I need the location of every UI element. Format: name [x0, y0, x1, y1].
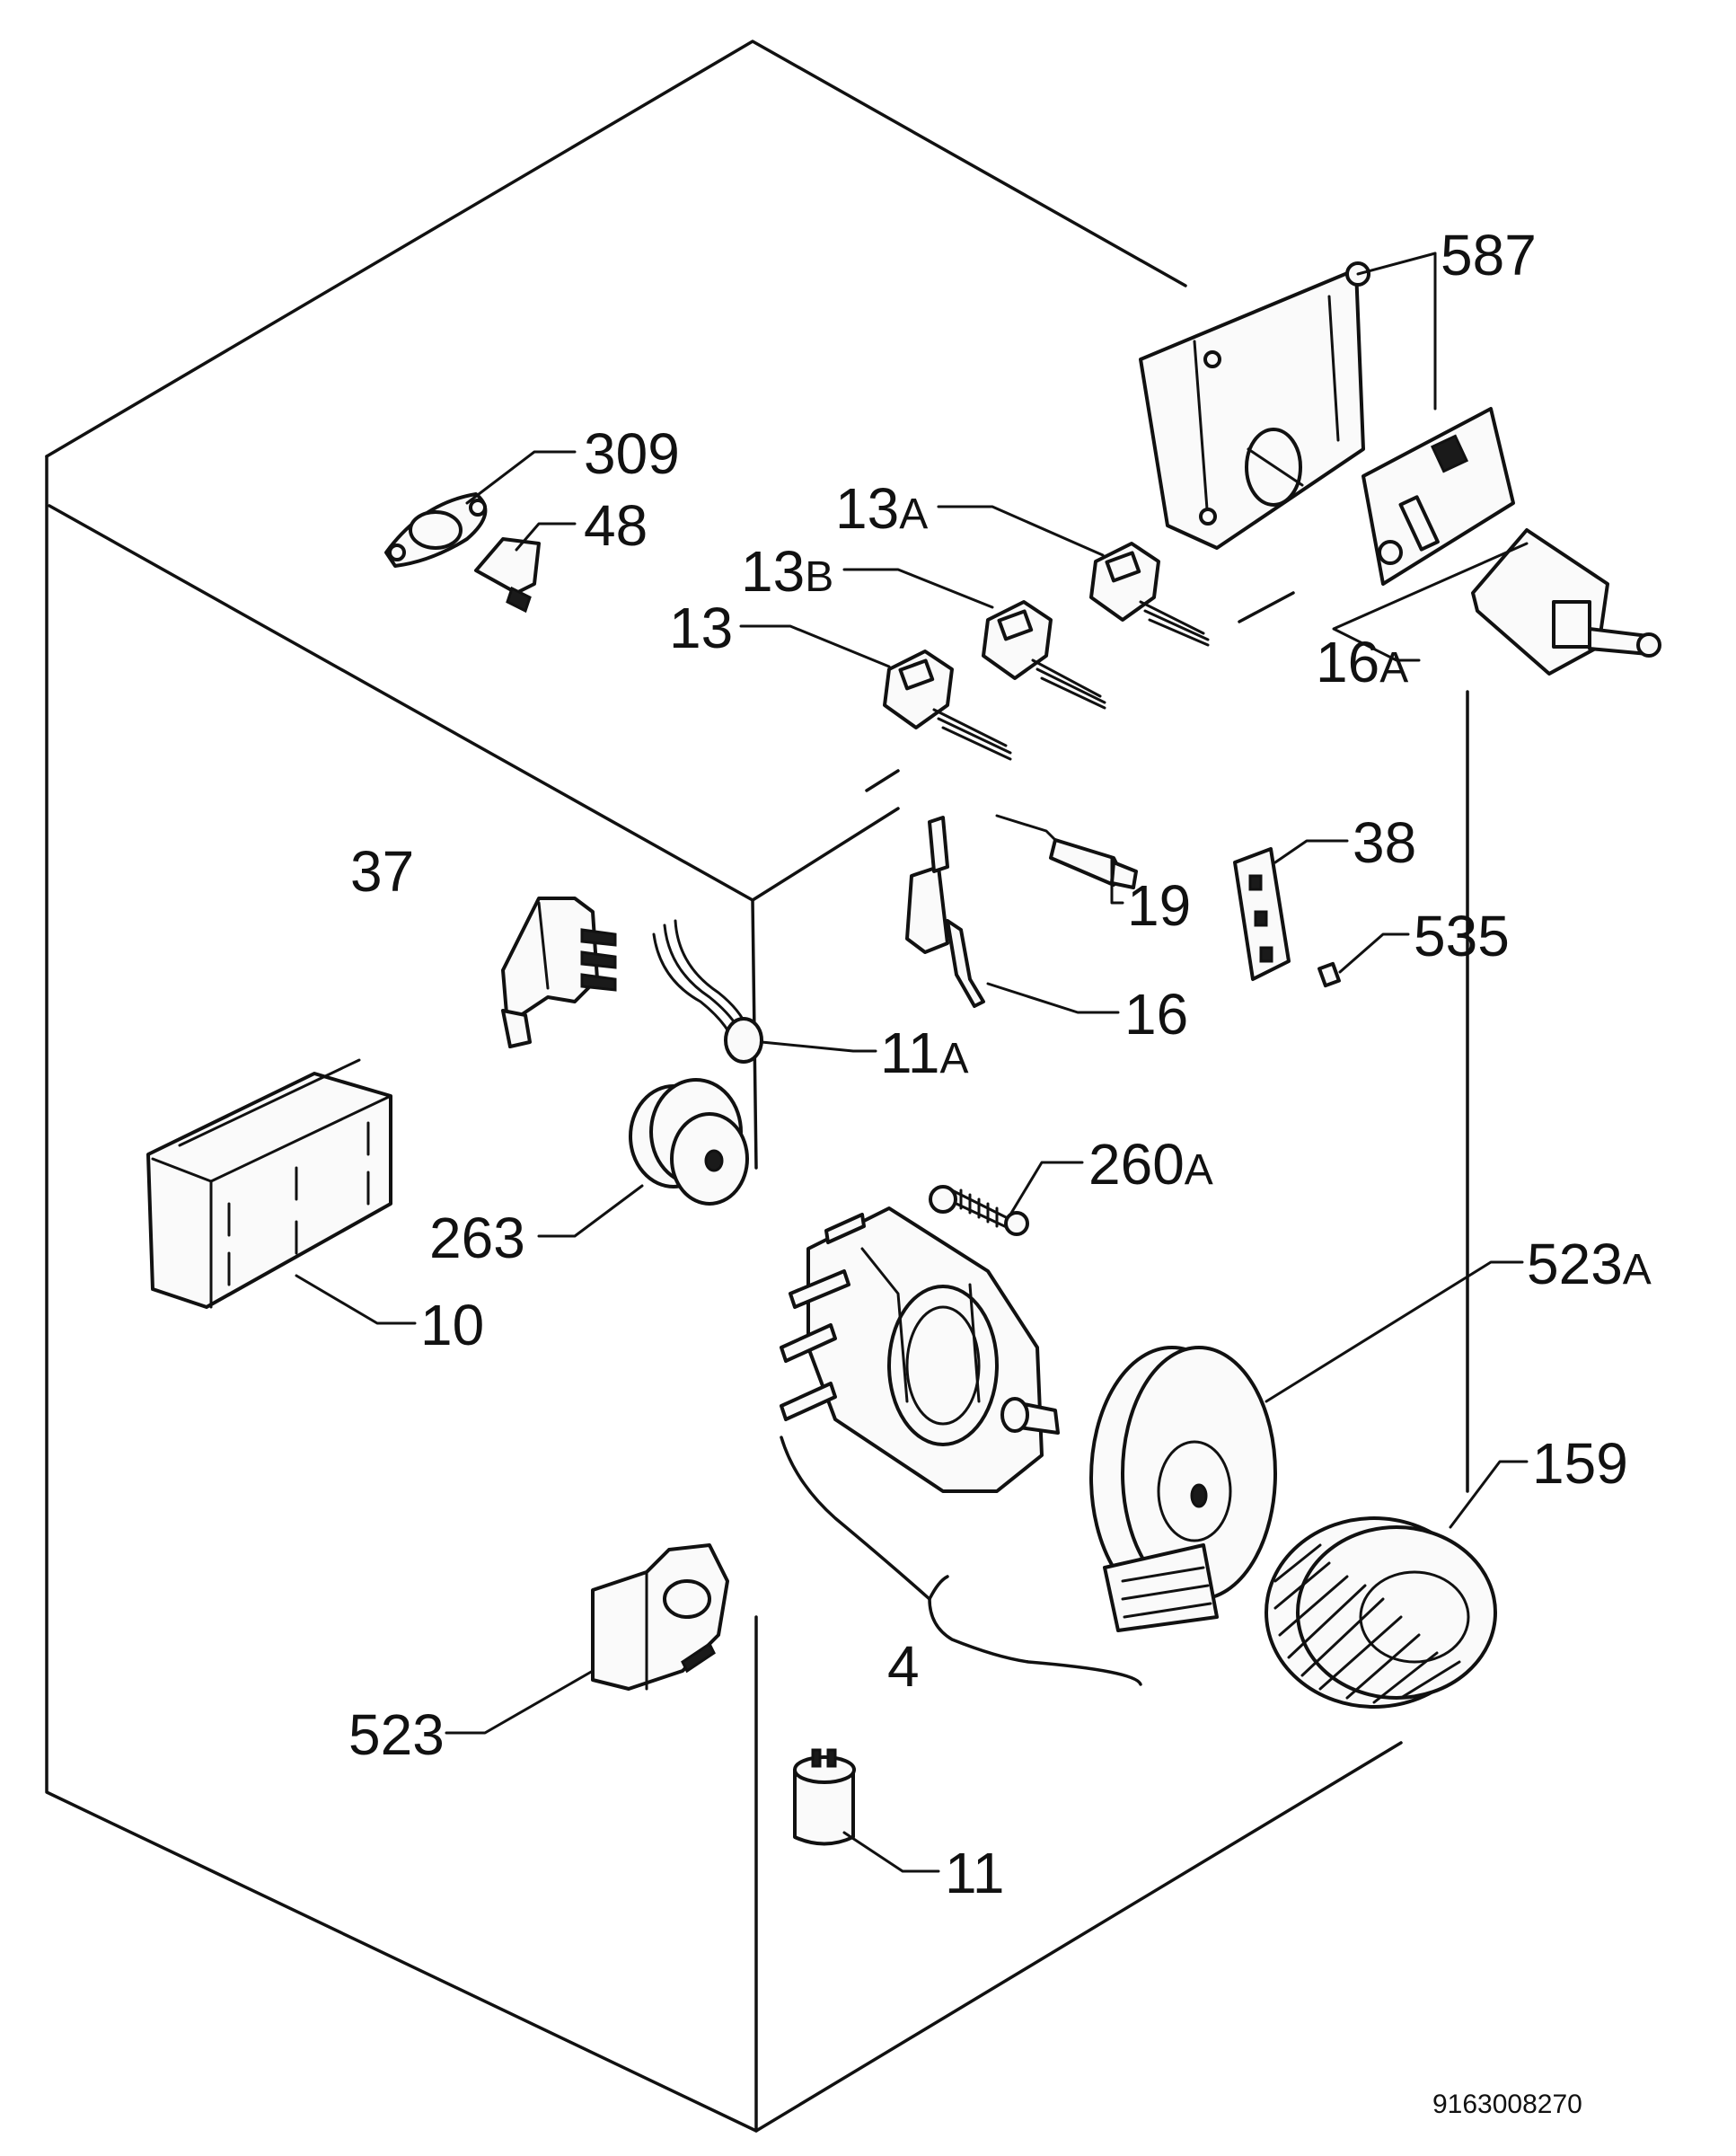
label-587: 587 — [1441, 223, 1537, 287]
label-13b: 13B — [741, 539, 833, 604]
part-19-sensor — [995, 814, 1138, 889]
part-260a-spring — [929, 1185, 1029, 1236]
part-535-nut — [1317, 961, 1341, 988]
part-309-gasket — [384, 492, 488, 568]
part-523-bracket — [591, 1543, 729, 1691]
label-159: 159 — [1532, 1431, 1628, 1496]
leader-lines — [295, 252, 1529, 1873]
label-13b-suffix: B — [805, 553, 833, 601]
part-37-bracket — [501, 897, 617, 1048]
label-19: 19 — [1127, 873, 1191, 938]
label-16a: 16A — [1316, 630, 1408, 694]
label-13: 13 — [669, 596, 733, 660]
part-587-control-box — [1139, 261, 1370, 550]
label-38: 38 — [1353, 810, 1416, 875]
part-11a-suppressor — [652, 919, 763, 1064]
label-523a-suffix: A — [1623, 1246, 1652, 1294]
label-523a-number: 523 — [1527, 1232, 1623, 1296]
label-11: 11 — [945, 1841, 1004, 1905]
label-16a-suffix: A — [1379, 644, 1408, 692]
part-523a-fan-housing — [1089, 1346, 1277, 1632]
label-263: 263 — [429, 1206, 525, 1270]
label-13a-number: 13 — [835, 476, 899, 541]
label-16a-number: 16 — [1316, 630, 1379, 694]
part-10-filter-block — [146, 1058, 392, 1309]
label-11a: 11A — [880, 1021, 968, 1085]
part-labels: 587 309 48 13A 13B 13 16A 37 38 19 535 1… — [348, 223, 1652, 2119]
part-4-motor — [780, 1206, 1060, 1493]
part-13-filter — [883, 649, 1012, 761]
label-11a-suffix: A — [939, 1035, 968, 1082]
part-16a-switch — [1471, 528, 1661, 676]
label-260a-number: 260 — [1088, 1132, 1185, 1197]
part-16-microswitch — [905, 816, 985, 1008]
label-13a-suffix: A — [899, 490, 928, 538]
part-11-capacitor — [793, 1748, 856, 1846]
label-13b-number: 13 — [741, 539, 805, 604]
label-16: 16 — [1124, 982, 1188, 1047]
label-523: 523 — [348, 1702, 445, 1767]
label-260a: 260A — [1088, 1132, 1213, 1197]
drawing-code: 9163008270 — [1432, 2090, 1582, 2119]
part-48-thermostat — [474, 537, 541, 614]
label-13a: 13A — [835, 476, 928, 541]
part-4-bracket — [780, 1436, 1142, 1686]
label-260a-suffix: A — [1185, 1146, 1213, 1194]
label-523a: 523A — [1527, 1232, 1652, 1296]
part-13b-filter — [982, 600, 1106, 710]
label-48: 48 — [584, 493, 648, 558]
part-159-blower-wheel — [1265, 1516, 1497, 1709]
label-10: 10 — [420, 1293, 484, 1357]
part-13a-filter — [1089, 542, 1210, 647]
label-4: 4 — [887, 1634, 920, 1699]
part-587-pcb — [1361, 407, 1515, 586]
part-263-pulley — [629, 1078, 749, 1206]
part-38-terminal-block — [1233, 847, 1291, 981]
label-309: 309 — [584, 421, 680, 486]
label-535: 535 — [1414, 904, 1510, 968]
label-37: 37 — [350, 839, 414, 904]
cabinet-outline — [45, 40, 1469, 2133]
label-11a-number: 11 — [880, 1021, 939, 1085]
